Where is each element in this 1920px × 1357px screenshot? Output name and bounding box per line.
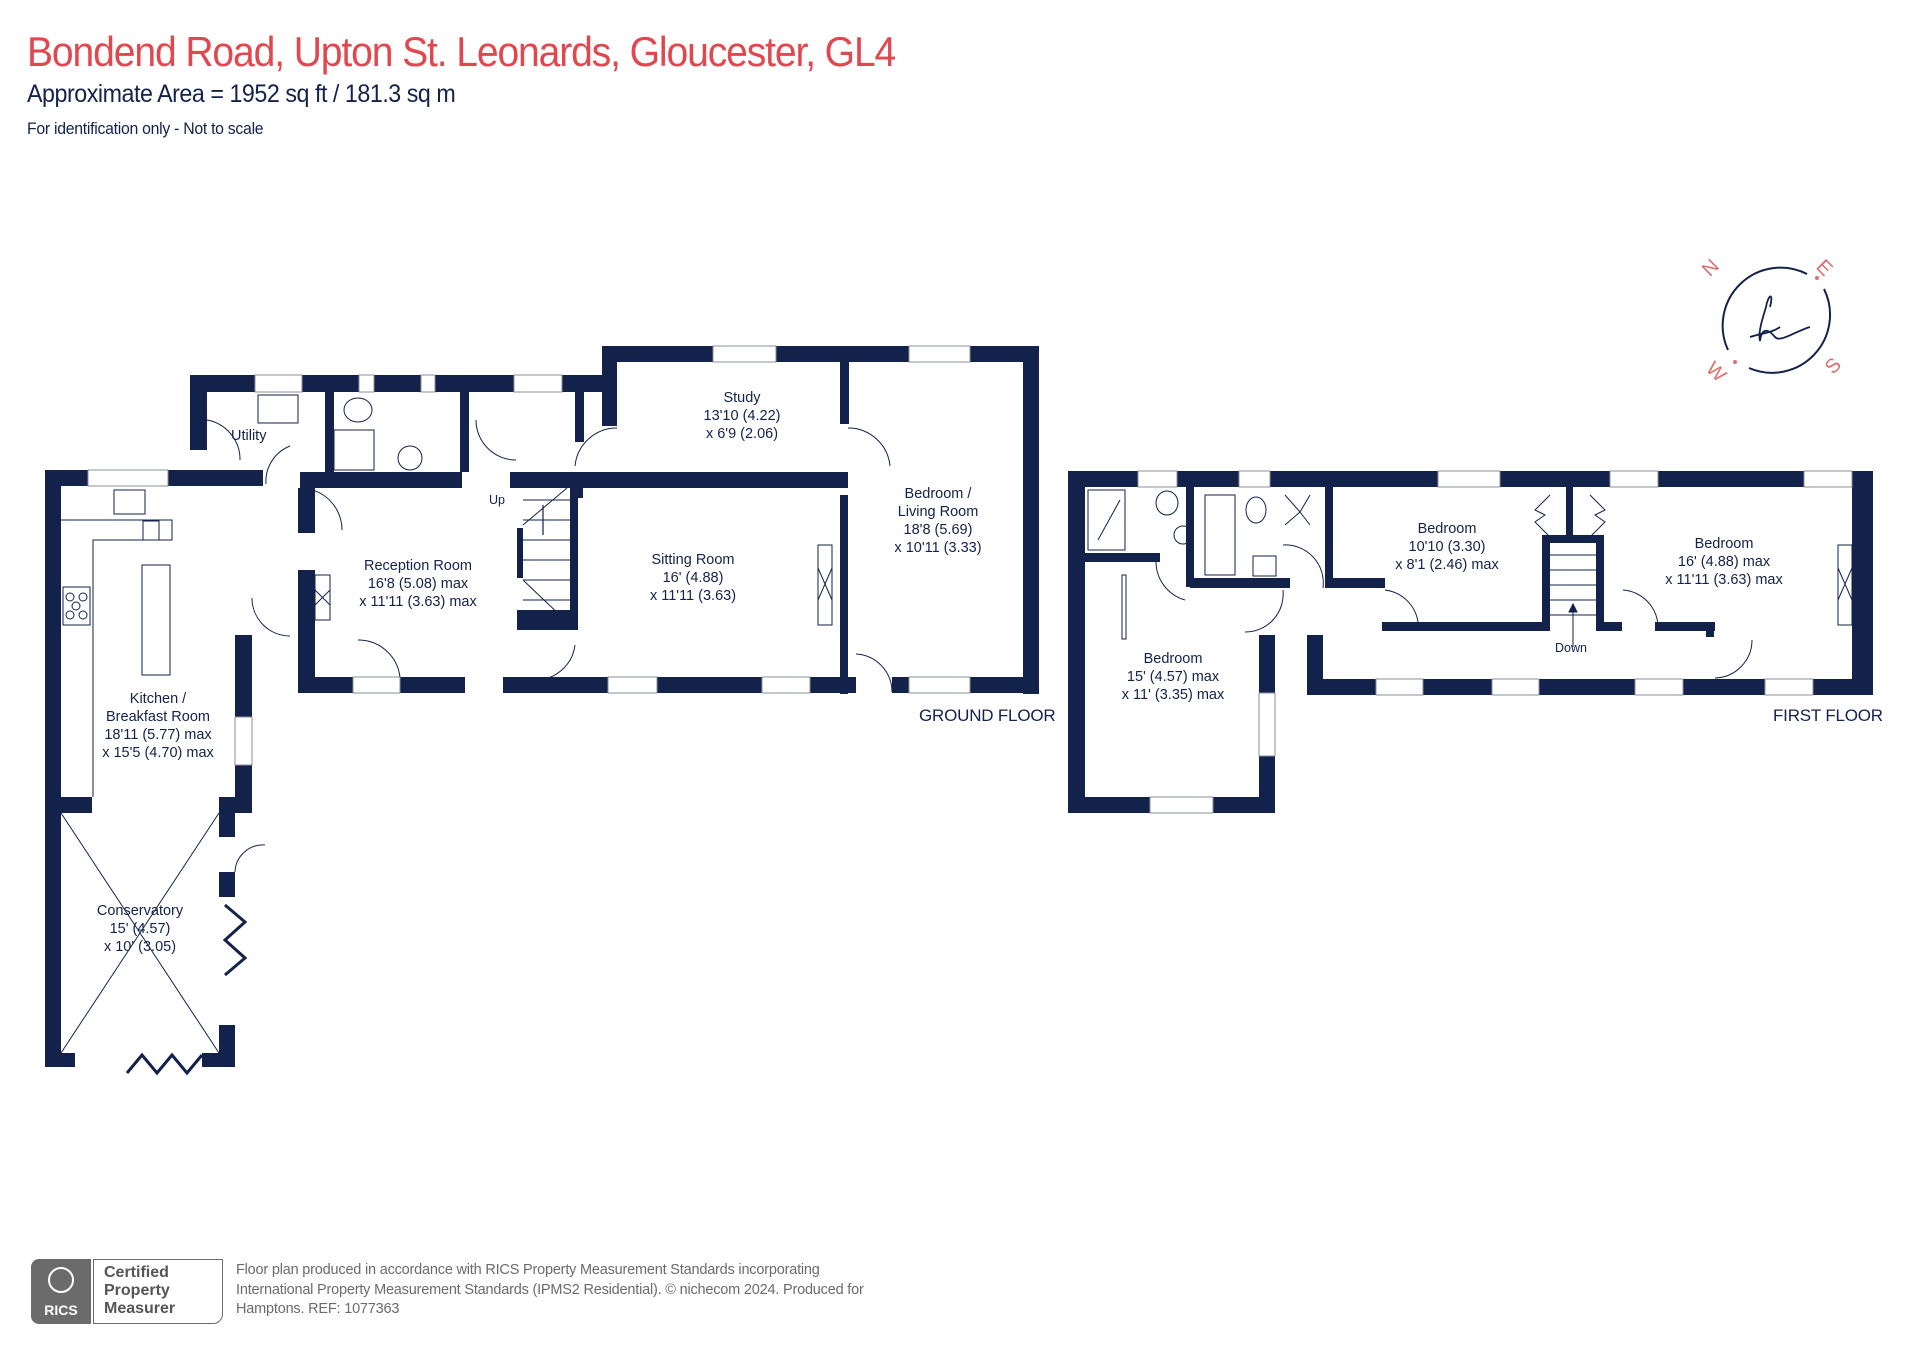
room-dim-2: x 15'5 (4.70) max	[102, 745, 214, 761]
room-label-bedroom-a: Bedroom 15' (4.57) max x 11' (3.35) max	[1122, 650, 1224, 704]
footer-line-2: International Property Measurement Stand…	[236, 1281, 864, 1298]
badge-line-3: Measurer	[104, 1300, 176, 1317]
footer-line-3: Hamptons. REF: 1077363	[236, 1301, 400, 1317]
room-label-bedroom-c: Bedroom 16' (4.88) max x 11'11 (3.63) ma…	[1665, 535, 1782, 589]
room-dim-1: 13'10 (4.22)	[703, 408, 781, 424]
room-dim-1: 18'11 (5.77) max	[104, 727, 212, 743]
rics-wordmark: RICS	[44, 1302, 78, 1318]
room-label-sitting: Sitting Room 16' (4.88) x 11'11 (3.63)	[650, 551, 736, 605]
room-dim-1: 16' (4.88)	[662, 570, 724, 586]
rics-logo-panel: RICS	[31, 1259, 91, 1324]
first-floor-windows	[1137, 470, 1853, 814]
room-label-reception: Reception Room 16'8 (5.08) max x 11'11 (…	[359, 557, 476, 611]
room-dim-2: x 10' (3.05)	[103, 939, 177, 955]
room-dim-2: x 6'9 (2.06)	[705, 426, 779, 442]
footer-statement: Floor plan produced in accordance with R…	[236, 1261, 864, 1320]
room-name: Bedroom /	[904, 486, 972, 502]
room-dim-1: 15' (4.57) max	[1126, 669, 1220, 685]
ground-floor-label: GROUND FLOOR	[919, 706, 1056, 725]
room-name: Conservatory	[96, 903, 184, 919]
room-dim-1: 16' (4.88) max	[1677, 554, 1771, 570]
room-dim-2: x 11'11 (3.63) max	[1665, 572, 1783, 588]
room-dim-1: 16'8 (5.08) max	[367, 576, 469, 592]
room-dim-1: 15' (4.57)	[109, 921, 171, 937]
compass-rose: N E S W	[1698, 245, 1850, 386]
property-title: Bondend Road, Upton St. Leonards, Glouce…	[27, 28, 896, 75]
ground-floor-windows	[87, 345, 971, 766]
room-name: Living Room	[897, 504, 979, 520]
room-name: Bedroom	[1417, 521, 1477, 537]
room-dim-2: x 11'11 (3.63)	[649, 588, 737, 604]
badge-line-2: Property	[104, 1282, 170, 1299]
room-dim-2: x 11'11 (3.63) max	[359, 594, 477, 610]
stairs-up-label: Up	[489, 493, 505, 507]
room-label-bedroom-living: Bedroom / Living Room 18'8 (5.69) x 10'1…	[894, 485, 981, 557]
room-label-kitchen: Kitchen / Breakfast Room 18'11 (5.77) ma…	[102, 690, 214, 762]
room-name: Breakfast Room	[106, 709, 210, 725]
room-name: Bedroom	[1143, 651, 1203, 667]
room-name: Study	[723, 390, 761, 406]
certified-measurer-panel: Certified Property Measurer	[93, 1259, 223, 1324]
rics-lion-icon	[48, 1267, 74, 1293]
stairs-down-label: Down	[1555, 641, 1587, 655]
room-name: Kitchen /	[129, 691, 187, 707]
first-floor-label: FIRST FLOOR	[1773, 706, 1883, 725]
badge-line-1: Certified	[104, 1264, 169, 1281]
compass-h-logo-icon	[1721, 266, 1832, 374]
room-name: Bedroom	[1694, 536, 1754, 552]
room-label-bedroom-b: Bedroom 10'10 (3.30) x 8'1 (2.46) max	[1395, 520, 1499, 574]
ground-floor-fixtures	[60, 394, 893, 1076]
room-label-conservatory: Conservatory 15' (4.57) x 10' (3.05)	[97, 902, 183, 956]
rics-certified-badge: RICS Certified Property Measurer	[31, 1259, 223, 1324]
room-label-utility: Utility	[231, 428, 267, 444]
first-floor-fixtures	[1087, 489, 1853, 679]
approximate-area: Approximate Area = 1952 sq ft / 181.3 sq…	[27, 80, 456, 108]
scale-disclaimer: For identification only - Not to scale	[27, 119, 264, 138]
room-name: Sitting Room	[651, 552, 735, 568]
footer-line-1: Floor plan produced in accordance with R…	[236, 1262, 820, 1278]
room-label-study: Study 13'10 (4.22) x 6'9 (2.06)	[704, 389, 781, 443]
certified-measurer-text: Certified Property Measurer	[104, 1264, 175, 1318]
room-dim-1: 10'10 (3.30)	[1408, 539, 1486, 555]
room-name: Reception Room	[363, 558, 472, 574]
room-dim-2: x 10'11 (3.33)	[894, 540, 982, 556]
room-dim-2: x 11' (3.35) max	[1121, 687, 1225, 703]
room-dim-1: 18'8 (5.69)	[903, 522, 973, 538]
room-dim-2: x 8'1 (2.46) max	[1395, 557, 1499, 573]
